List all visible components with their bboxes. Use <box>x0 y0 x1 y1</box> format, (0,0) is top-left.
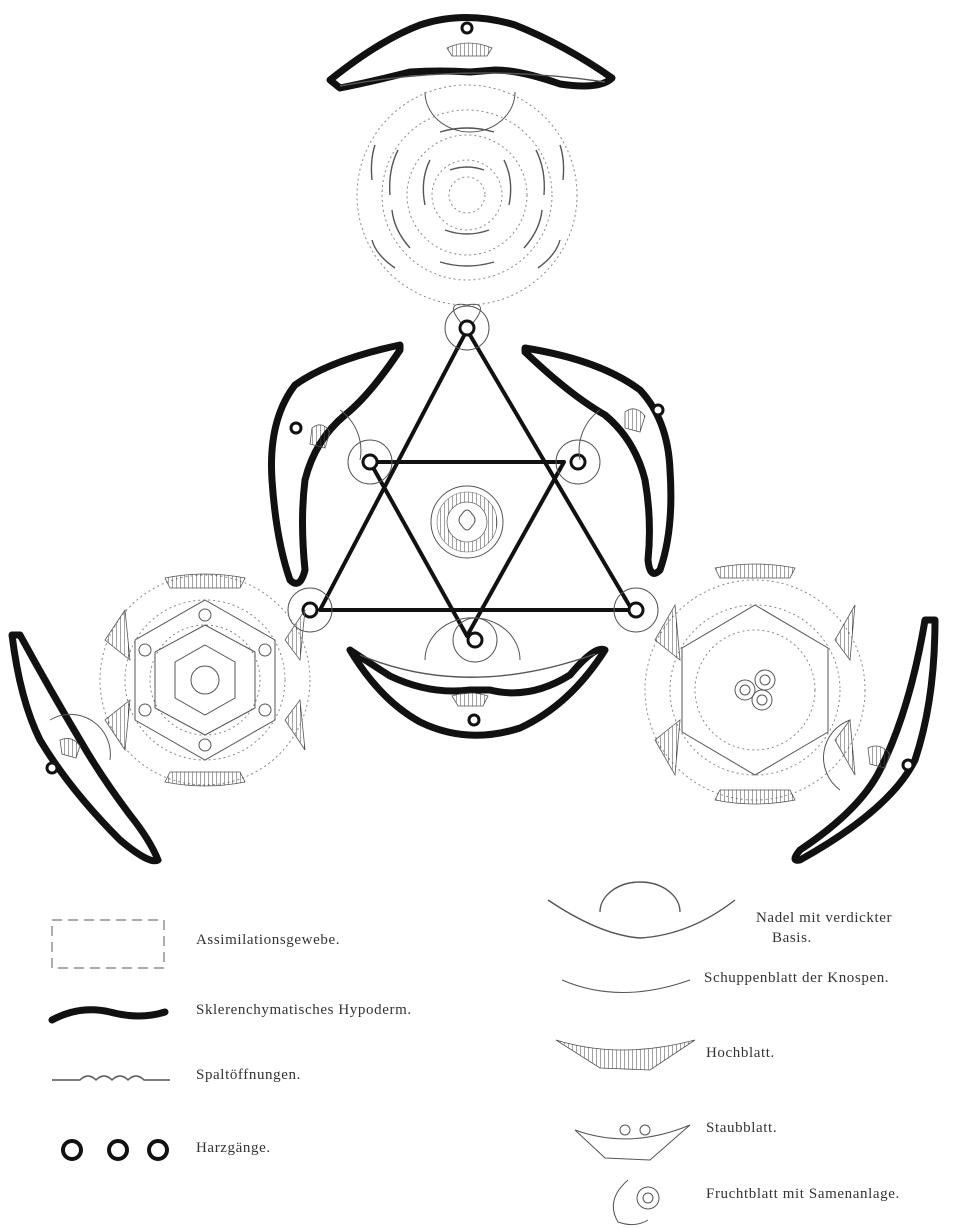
sclerenchyma-swatch <box>52 1010 165 1020</box>
needle-upper-left <box>271 345 400 583</box>
legend-sclerenchyma-label: Sklerenchymatisches Hypoderm. <box>196 1002 412 1019</box>
needle-top <box>330 18 612 133</box>
carpel-whorl <box>645 564 865 804</box>
needle-lower-left <box>12 635 158 861</box>
stomata-swatch <box>52 1076 170 1080</box>
stamen-swatch <box>575 1125 690 1160</box>
stamen-whorl <box>100 574 310 786</box>
legend-carpel-label: Fruchtblatt mit Samenanlage. <box>706 1186 900 1203</box>
legend-left-symbols <box>52 920 170 1159</box>
needle-swatch <box>548 900 735 938</box>
bract-swatch <box>556 1040 695 1070</box>
bud-scale-whorl <box>357 85 577 305</box>
legend-bud-scale-label: Schuppenblatt der Knospen. <box>704 970 889 987</box>
legend-needle-label-2: Basis. <box>772 930 812 947</box>
carpel-swatch <box>613 1180 648 1225</box>
resin-swatch <box>63 1141 167 1159</box>
legend-bract-label: Hochblatt. <box>706 1045 775 1062</box>
legend-assimilation-label: Assimilationsgewebe. <box>196 932 340 949</box>
needle-lower-right <box>795 620 935 860</box>
bud-scale-swatch <box>562 980 690 993</box>
legend-resin-label: Harzgänge. <box>196 1140 271 1157</box>
legend-needle-label-1: Nadel mit verdickter <box>756 910 892 927</box>
assimilation-swatch <box>52 920 164 968</box>
legend-stomata-label: Spaltöffnungen. <box>196 1067 301 1084</box>
legend-stamen-label: Staubblatt. <box>706 1120 777 1137</box>
